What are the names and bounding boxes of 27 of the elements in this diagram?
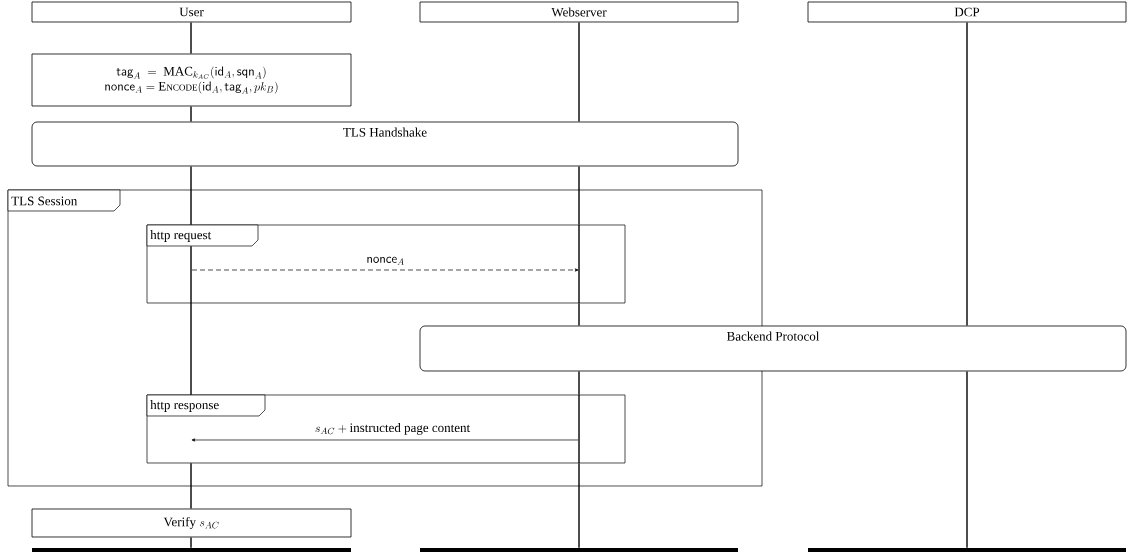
computation-box: $\mathsf{tag}_A \;=\; \mathrm{MAC}_{k_{AC}}(\mathsf{id}_A,\mathsf{sqn}_A)$ $\mathsf{nonce}_A = \mathrm{E}{\scriptstyle\mathrm{NCODE}}(\mathsf{id}_A,\mathsf{tag}_A,pk_B)$ [31, 53, 352, 107]
lifeline [190, 105, 192, 123]
lifeline [966, 370, 968, 549]
lifeline [578, 462, 580, 549]
lifeline [966, 21, 968, 327]
lifeline [190, 245, 192, 396]
protocol-box: TLS Handshake [31, 121, 739, 167]
message-arrow [191, 268, 579, 272]
actor-box: User [31, 1, 352, 23]
lifeline-end-bar [32, 548, 351, 552]
verify-box: $\text{Verify } s_{AC}$ [31, 508, 352, 538]
actor-box: DCP [807, 1, 1127, 23]
lifeline [190, 536, 192, 549]
lifeline [578, 21, 580, 123]
edge-label: $s_{AC} + \text{instructed page content}$ [315, 422, 471, 435]
lifeline [578, 370, 580, 396]
lifeline [190, 462, 192, 510]
edge-label: $\mathsf{nonce}_A$ [367, 256, 404, 265]
lifeline-end-bar [808, 548, 1126, 552]
actor-box: Webserver [419, 1, 739, 23]
lifeline [190, 21, 192, 55]
lifeline-end-bar [420, 548, 738, 552]
protocol-box: Backend Protocol [419, 325, 1127, 372]
lifeline [578, 165, 580, 226]
message-arrow [191, 438, 579, 442]
lifeline [578, 302, 580, 327]
lifeline [190, 165, 192, 226]
